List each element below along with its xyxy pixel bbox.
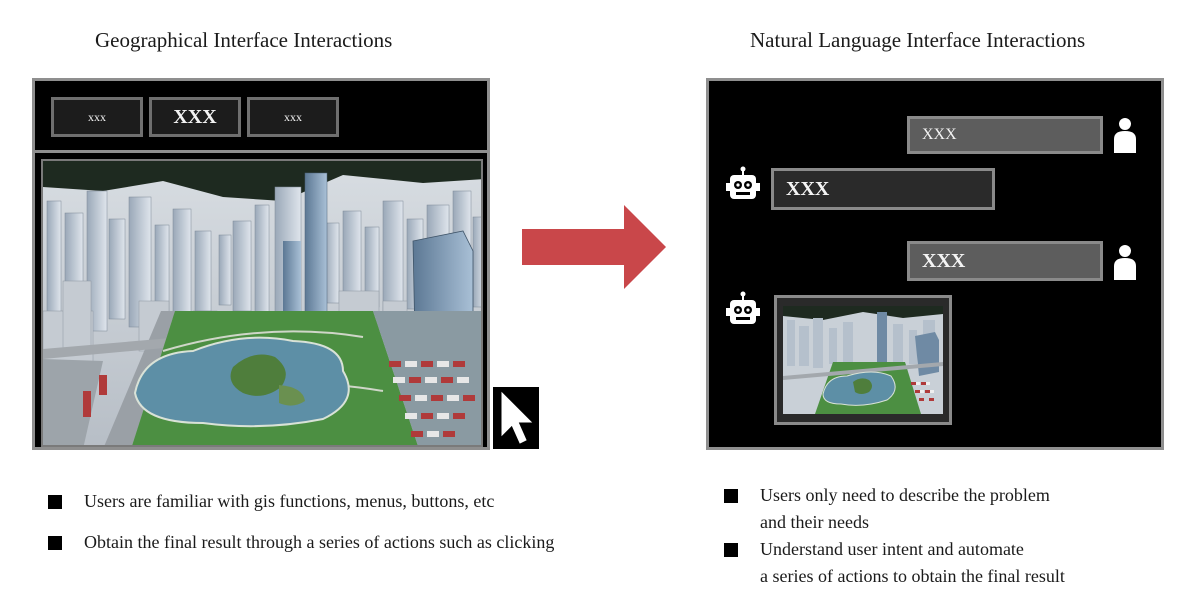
right-arrow-icon [520, 205, 668, 289]
mouse-pointer-icon [493, 387, 539, 449]
bullet-square-icon [724, 543, 738, 557]
gis-bullet-item: Obtain the final result through a series… [48, 532, 554, 556]
user-message-bubble: XXX [907, 116, 1103, 154]
nl-section-title: Natural Language Interface Interactions [750, 28, 1086, 52]
nl-bullet-item: Understand user intent and automate a se… [724, 539, 1065, 590]
gis-toolbar: xxx XXX xxx [35, 81, 487, 153]
bullet-line: Users only need to describe the problem [760, 485, 1050, 505]
bullet-square-icon [48, 495, 62, 509]
bullet-text: Users only need to describe the problem … [760, 482, 1050, 536]
bullet-text: Users are familiar with gis functions, m… [84, 491, 495, 511]
user-icon [1111, 244, 1139, 280]
map-result-thumbnail[interactable] [783, 306, 943, 414]
user-icon [1111, 117, 1139, 153]
bot-map-reply-bubble [774, 295, 952, 425]
city-3d-scene [43, 161, 481, 445]
bullet-line: Understand user intent and automate [760, 539, 1024, 559]
toolbar-button-2[interactable]: XXX [149, 97, 241, 137]
city-3d-map-view[interactable] [41, 159, 483, 447]
toolbar-button-3[interactable]: xxx [247, 97, 339, 137]
bullet-text: Obtain the final result through a series… [84, 532, 555, 552]
bot-message-bubble: XXX [771, 168, 995, 210]
gis-section-title: Geographical Interface Interactions [95, 28, 393, 52]
robot-icon [726, 291, 760, 327]
user-message-bubble: XXX [907, 241, 1103, 281]
robot-icon [726, 166, 760, 202]
nl-chat-panel: XXX XXX XXX [706, 78, 1164, 450]
bullet-square-icon [724, 489, 738, 503]
bullet-line: a series of actions to obtain the final … [760, 566, 1065, 586]
gis-interface-panel: xxx XXX xxx [32, 78, 490, 450]
bullet-line: and their needs [760, 512, 869, 532]
gis-bullet-item: Users are familiar with gis functions, m… [48, 491, 494, 515]
bullet-square-icon [48, 536, 62, 550]
toolbar-button-1[interactable]: xxx [51, 97, 143, 137]
bullet-text: Understand user intent and automate a se… [760, 536, 1065, 590]
nl-bullet-item: Users only need to describe the problem … [724, 485, 1050, 536]
